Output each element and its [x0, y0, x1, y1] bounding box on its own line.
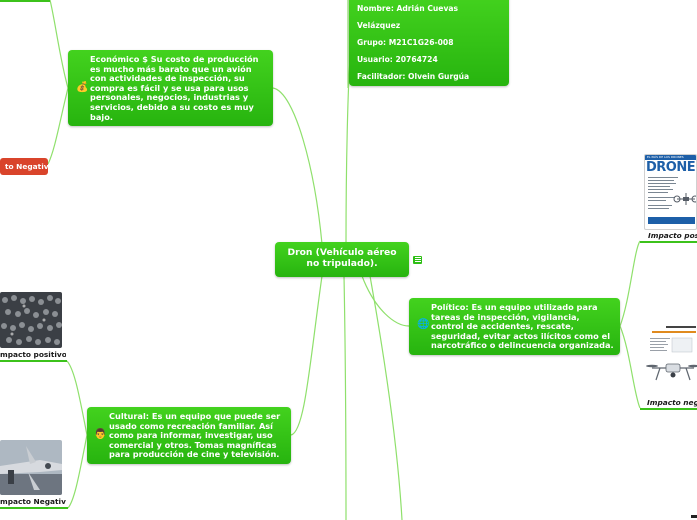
political-node[interactable]: 🌐 Político: Es un equipo utilizado para … [409, 298, 620, 355]
crowd-photo [0, 292, 62, 348]
magazine-kicker: EL PAÍS DE LOS DRONES [645, 155, 696, 160]
link-econ-up [49, 0, 69, 89]
link-cult-up [66, 360, 88, 436]
info-node[interactable]: Nombre: Adrián Cuevas Velázquez Grupo: M… [349, 0, 509, 115]
link-bottom-right [369, 275, 403, 520]
cultural-text: Cultural: Es un equipo que puede ser usa… [109, 411, 281, 460]
link-econ-down [47, 87, 69, 165]
right-positive-label: Impacto pos [648, 231, 697, 240]
underline-right-negative [640, 408, 697, 410]
central-title: Dron (Vehículo aéreo no tripulado). [287, 247, 397, 269]
military-drone-photo [0, 440, 62, 495]
globe-icon: 🌐 [417, 319, 430, 330]
info-facilitator: Facilitador: Olvein Gurgúa Rodríguez [357, 72, 470, 98]
cultural-node[interactable]: 👨 Cultural: Es un equipo que puede ser u… [87, 407, 291, 464]
link-pol-down [619, 325, 641, 409]
underline-left-negative [0, 507, 68, 509]
right-negative-label: Impacto neg [647, 398, 697, 407]
note-icon[interactable] [413, 256, 422, 264]
info-group: Grupo: M21C1G26-008 [357, 38, 454, 47]
negative-impact-badge[interactable]: to Negativo [0, 158, 48, 175]
political-text: Político: Es un equipo utilizado para ta… [431, 302, 614, 351]
link-economic [272, 87, 323, 245]
underline-top-left [0, 0, 50, 2]
negative-impact-badge-label: to Negativo [5, 162, 48, 171]
left-negative-label: mpacto Negativo [0, 497, 66, 506]
link-political [361, 275, 410, 327]
magazine-title: DRONES [646, 160, 696, 175]
underline-right-positive [640, 241, 697, 243]
info-user: Usuario: 20764724 [357, 55, 438, 64]
link-cult-down [67, 434, 88, 509]
link-cultural [290, 275, 323, 436]
info-name: Nombre: Adrián Cuevas Velázquez [357, 4, 459, 30]
link-pol-up [619, 240, 641, 327]
link-bottom [343, 275, 347, 520]
info-date: Fecha: 27 de febrero de 2023 [357, 106, 483, 115]
magazine-cover-image: EL PAÍS DE LOS DRONES DRONES [644, 154, 697, 230]
person-icon: 👨 [94, 429, 107, 440]
left-positive-label: mpacto positivo [0, 350, 66, 359]
central-node[interactable]: Dron (Vehículo aéreo no tripulado). [275, 242, 409, 277]
underline-left-positive [0, 360, 67, 362]
economic-node[interactable]: 💰 Económico $ Su costo de producción es … [68, 50, 273, 126]
drone-diagram-image [646, 322, 697, 392]
economic-text: Económico $ Su costo de producción es mu… [90, 54, 259, 122]
corner-mark [691, 515, 697, 518]
money-bag-icon: 💰 [76, 82, 89, 93]
